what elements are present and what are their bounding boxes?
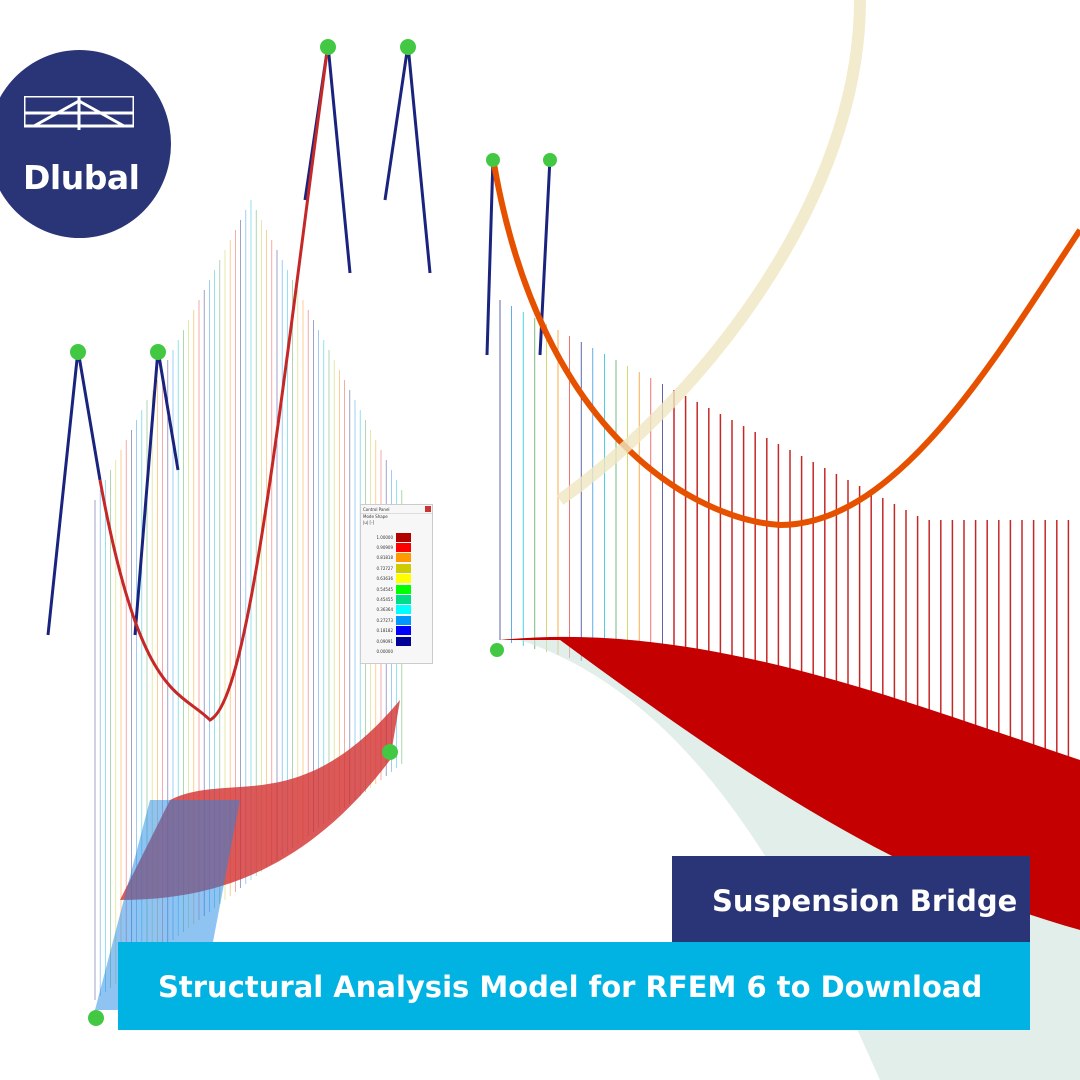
legend-row: 0.81818 <box>365 553 411 563</box>
title-banner: Suspension Bridge <box>672 856 1030 946</box>
color-legend: 1.00000 0.90909 0.81818 0.72727 0.63636 0.545… <box>365 532 411 657</box>
control-panel-title: Control Panel <box>363 507 390 512</box>
legend-row: 0.54545 <box>365 584 411 594</box>
main-cable <box>490 157 1080 529</box>
legend-value: 0.36364 <box>376 607 393 613</box>
bridge-logo-icon <box>24 96 134 130</box>
legend-row: 0.27273 <box>365 615 411 625</box>
legend-swatch <box>396 615 411 625</box>
legend-swatch <box>396 563 411 573</box>
legend-value: 0.54545 <box>376 586 393 592</box>
legend-row: 0.00000 <box>365 646 411 656</box>
legend-swatch <box>396 543 411 553</box>
legend-row: 1.00000 <box>365 532 411 542</box>
legend-value: 0.27273 <box>376 617 393 623</box>
legend-value: 0.09091 <box>376 638 393 644</box>
result-type: Mode Shape <box>363 514 388 519</box>
legend-row: 0.45455 <box>365 594 411 605</box>
close-icon[interactable] <box>425 506 431 512</box>
legend-row: 0.63636 <box>365 574 411 584</box>
legend-swatch <box>396 574 411 584</box>
legend-swatch <box>396 636 411 646</box>
legend-value: 0.72727 <box>376 565 393 571</box>
legend-row: 0.18182 <box>365 626 411 636</box>
far-cable <box>556 0 866 505</box>
legend-value: 0.90909 <box>376 545 393 551</box>
control-panel[interactable]: Control Panel Mode Shape |u| [-] 1.00000… <box>360 504 433 664</box>
result-unit: |u| [-] <box>363 520 375 525</box>
dlubal-logo: Dlubal <box>0 50 171 238</box>
supports <box>70 39 557 1026</box>
legend-value: 0.81818 <box>376 555 393 561</box>
legend-row: 0.36364 <box>365 605 411 615</box>
legend-swatch <box>396 595 411 605</box>
legend-value: 0.45455 <box>376 597 393 603</box>
legend-swatch <box>396 553 411 563</box>
brand-name: Dlubal <box>23 158 140 197</box>
left-pylons <box>46 44 552 636</box>
legend-row: 0.09091 <box>365 636 411 646</box>
legend-value: 0.63636 <box>376 576 393 582</box>
legend-value: 1.00000 <box>376 534 393 540</box>
legend-swatch <box>396 532 411 542</box>
legend-value: 0.00000 <box>376 648 393 654</box>
left-cable <box>98 44 330 722</box>
legend-row: 0.90909 <box>365 542 411 553</box>
legend-swatch <box>396 647 411 656</box>
legend-row: 0.72727 <box>365 563 411 573</box>
legend-value: 0.18182 <box>376 628 393 634</box>
legend-swatch <box>396 626 411 636</box>
subtitle-banner: Structural Analysis Model for RFEM 6 to … <box>118 942 1030 1030</box>
legend-swatch <box>396 605 411 615</box>
legend-swatch <box>396 584 411 594</box>
